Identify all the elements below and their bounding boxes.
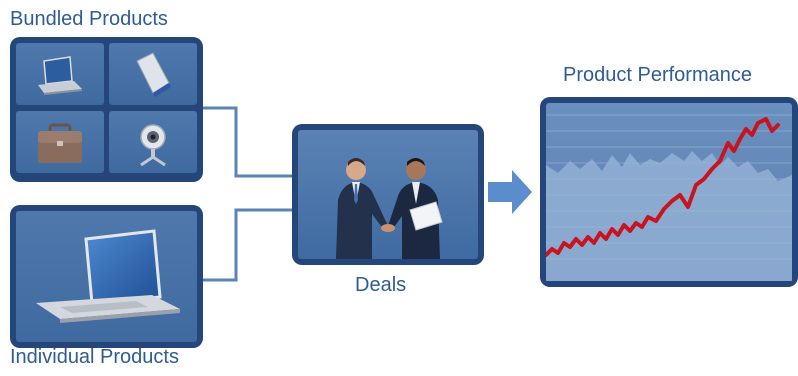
laptop-icon (38, 56, 82, 95)
product-performance-label: Product Performance (563, 64, 752, 86)
deals-label: Deals (355, 274, 407, 296)
handshake-icon (336, 158, 443, 259)
individual-item-laptop (16, 211, 197, 342)
individual-to-deals-connector (203, 208, 292, 282)
line-chart-icon (544, 114, 792, 281)
deals-image (298, 130, 478, 259)
flow-arrow (488, 170, 532, 214)
webcam-icon (140, 124, 166, 167)
performance-chart (544, 103, 792, 281)
bundled-item-briefcase (16, 111, 104, 173)
hard-drive-icon (136, 52, 171, 97)
bundled-products-label: Bundled Products (10, 8, 168, 30)
laptop-icon (36, 229, 180, 323)
trend-line (544, 117, 780, 257)
individual-products-panel (10, 205, 203, 348)
bundled-item-hard-drive (109, 43, 197, 105)
bundled-products-panel (10, 37, 203, 182)
background-area-series (546, 151, 792, 281)
deals-panel (292, 124, 484, 265)
individual-products-label: Individual Products (10, 346, 179, 368)
bundled-to-deals-connector (203, 106, 292, 178)
briefcase-icon (38, 123, 82, 163)
bundled-item-webcam (109, 111, 197, 173)
bundled-item-laptop (16, 43, 104, 105)
product-performance-panel (540, 97, 798, 287)
